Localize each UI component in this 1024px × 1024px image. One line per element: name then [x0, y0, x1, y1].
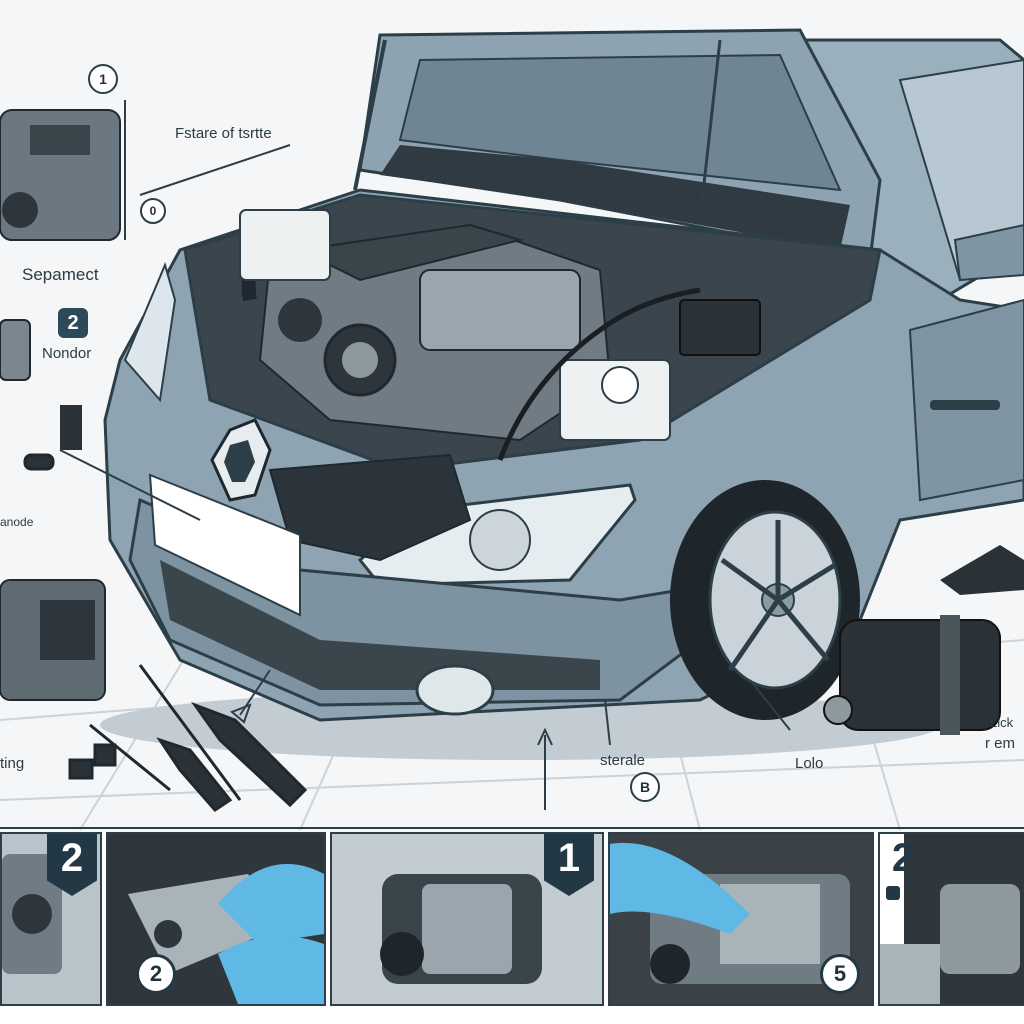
left-engine-part-bottom [0, 579, 106, 701]
step-panel-4: 5 [608, 832, 874, 1006]
label-nondor: Nondor [42, 345, 92, 362]
side-mirror [953, 223, 1024, 282]
sensor-part [60, 405, 82, 450]
coolant-reservoir [239, 209, 331, 281]
badge-step-0: 0 [140, 198, 166, 224]
label-right-b: r em [985, 735, 1015, 752]
badge-b: B [630, 772, 660, 802]
label-lolo: Lolo [795, 755, 824, 772]
step-panel-2: 2 [106, 832, 326, 1006]
callout-arrows [230, 669, 791, 810]
step-circle-2: 2 [136, 954, 176, 994]
step-panel-1: 2 [0, 832, 102, 1006]
step-circle-4: 5 [820, 954, 860, 994]
badge-step-2: 2 [58, 308, 88, 338]
step-tag-5: 2 [891, 836, 915, 880]
battery [679, 299, 761, 356]
badge-step-1: 1 [88, 64, 118, 94]
label-separator: Sepamect [22, 265, 99, 284]
fog-light [415, 664, 495, 716]
step-panel-strip: 2 2 1 5 2 [0, 832, 1024, 1024]
front-grille [268, 453, 472, 562]
starter-motor [823, 615, 1001, 735]
step-panel-3: 1 [330, 832, 604, 1006]
label-sterale: sterale [600, 752, 646, 769]
label-ting: ting [0, 755, 25, 772]
label-top-callout: Fstare of tsrtte [175, 125, 272, 142]
car-engine-illustration [0, 28, 1024, 830]
left-engine-part-mid [0, 319, 31, 381]
hand-tools [23, 453, 308, 812]
left-engine-part-top [0, 109, 121, 241]
step-marker-5 [886, 886, 900, 900]
wrench-part [940, 545, 1024, 595]
left-headlight [123, 261, 177, 403]
hood-prop-rod [353, 39, 387, 191]
label-right-a: Lick [990, 715, 1014, 730]
label-anode: anode [0, 515, 34, 529]
step-panel-5: 2 [878, 832, 1024, 1006]
front-wheel [670, 480, 860, 720]
license-plate [148, 473, 301, 617]
